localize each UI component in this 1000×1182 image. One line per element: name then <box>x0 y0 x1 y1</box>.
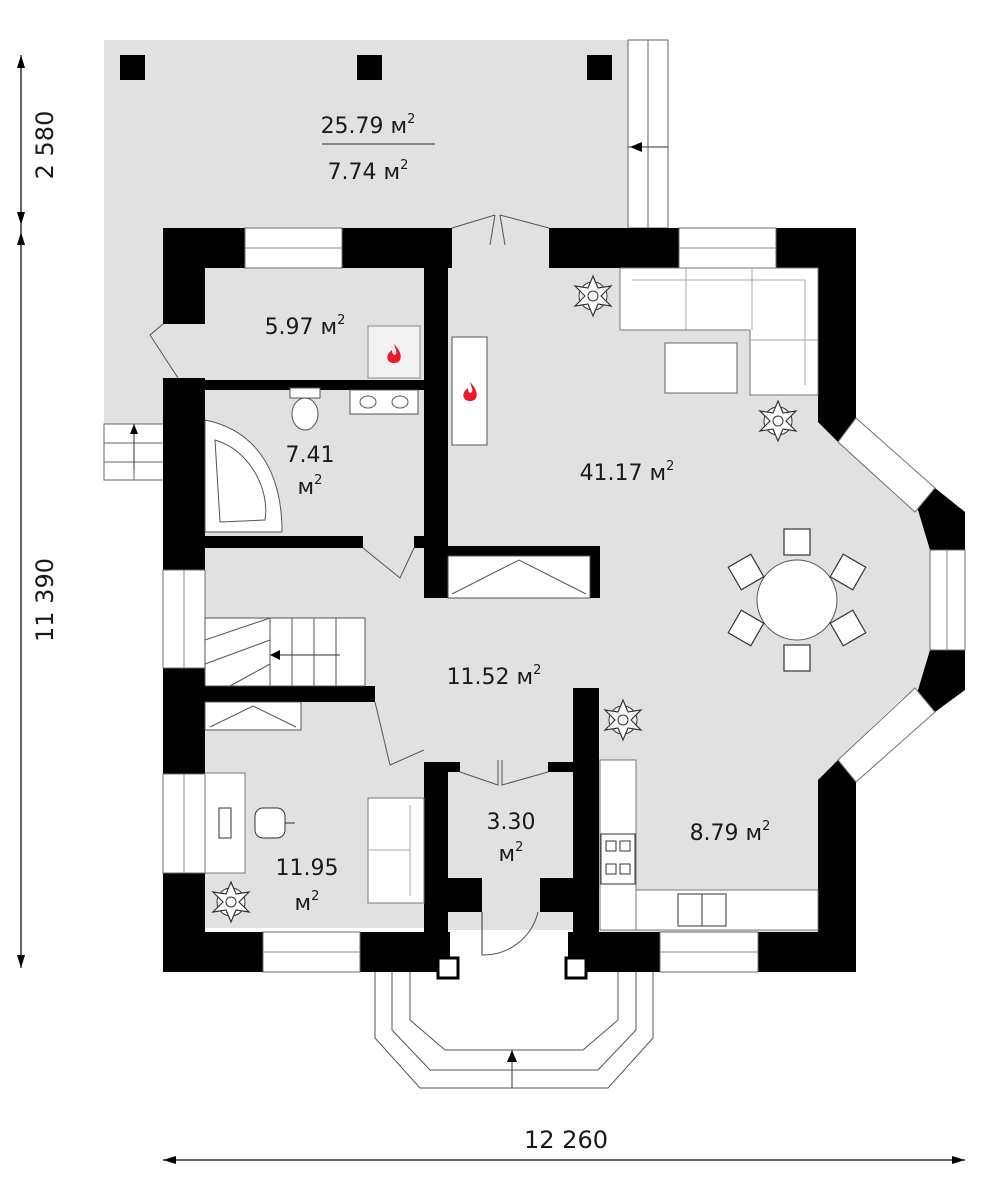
dimension-top: 2 580 <box>31 111 59 180</box>
stove-icon <box>600 833 636 885</box>
dining-table <box>727 528 867 672</box>
stairs <box>204 617 366 687</box>
dimension-bottom: 12 260 <box>524 1126 608 1154</box>
sofa <box>367 797 425 904</box>
room-area-bath: 7.41 <box>286 443 335 468</box>
porch <box>374 956 654 1089</box>
wardrobe <box>447 555 591 599</box>
terrace-column <box>357 55 382 80</box>
terrace-column <box>587 55 612 80</box>
room-area-cabinet: 11.95 <box>276 856 339 881</box>
room-area-vestibule: 3.30 <box>487 810 536 835</box>
keyboard <box>218 807 232 839</box>
walls <box>163 228 965 972</box>
room-area-cabinet-unit: м2 <box>295 889 320 916</box>
room-area-bath-unit: м2 <box>298 473 323 500</box>
coffee-table <box>664 342 738 394</box>
sink-icon <box>349 389 419 415</box>
room-area-hall: 11.52 м2 <box>447 663 542 690</box>
doors <box>149 214 550 956</box>
terrace-area-total: 25.79 м2 <box>321 112 416 139</box>
sink-icon <box>677 893 727 927</box>
terrace-area-partial: 7.74 м2 <box>328 158 409 185</box>
dimension-lines <box>17 55 965 1164</box>
corner-sofa <box>619 267 819 396</box>
dimension-side: 11 390 <box>31 558 59 642</box>
room-area-kitchen: 8.79 м2 <box>690 819 771 846</box>
windows <box>162 227 966 973</box>
wardrobe <box>204 701 302 731</box>
window <box>837 417 936 513</box>
room-area-living: 41.17 м2 <box>580 459 675 486</box>
room-area-vestibule-unit: м2 <box>499 840 524 867</box>
window <box>837 687 936 783</box>
terrace-column <box>120 55 145 80</box>
office-chair-icon <box>254 807 295 839</box>
toilet-icon <box>289 387 321 431</box>
bathtub <box>204 419 283 533</box>
room-area-boiler: 5.97 м2 <box>265 313 346 340</box>
